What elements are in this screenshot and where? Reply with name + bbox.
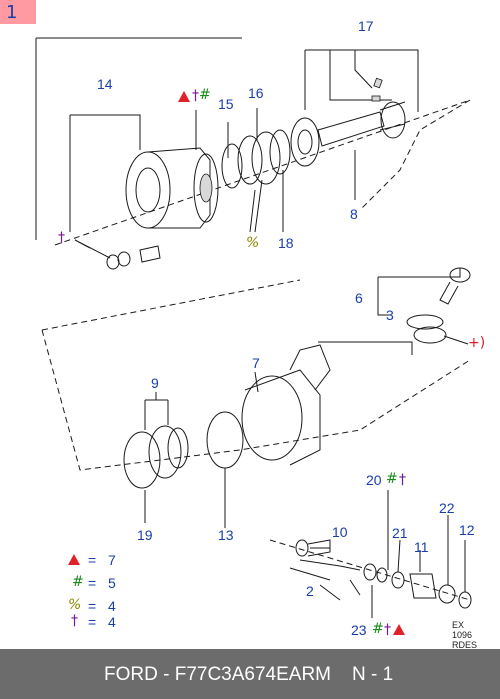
callout-11: 11 — [414, 539, 429, 555]
callout-21: 21 — [392, 525, 408, 541]
legend-hash-icon: # — [72, 574, 84, 590]
plus-paren-mark: +) — [468, 335, 486, 351]
legend-percent-icon: % — [68, 597, 82, 613]
callout-18: 18 — [278, 235, 294, 251]
callout-16: 16 — [248, 85, 264, 101]
callout-13: 13 — [218, 527, 234, 543]
callout-3: 3 — [386, 307, 394, 323]
callout-17: 17 — [358, 18, 374, 34]
callout-9: 9 — [151, 375, 159, 391]
legend-equals: = — [88, 575, 97, 591]
legend-equals: = — [88, 598, 97, 614]
corner-tag-text: 1 — [6, 2, 18, 23]
callout-20: 20 — [366, 472, 382, 488]
hash-icon: # — [199, 87, 211, 103]
legend-value: 7 — [108, 552, 116, 568]
legend-value: 5 — [108, 575, 116, 591]
legend-value: 4 — [108, 598, 116, 614]
callout-22: 22 — [439, 500, 455, 516]
callout-8: 8 — [350, 206, 358, 222]
dagger-icon: † — [384, 622, 391, 638]
footer-bar: FORD - F77C3A674EARM N - 1 — [0, 649, 500, 699]
legend-equals: = — [88, 614, 97, 630]
dagger-icon: † — [399, 472, 406, 488]
dagger-icon: † — [58, 230, 65, 246]
hash-icon: # — [386, 471, 398, 487]
triangle-icon — [178, 91, 190, 105]
callout-10: 10 — [332, 524, 348, 540]
callout-7: 7 — [252, 355, 260, 371]
legend-equals: = — [88, 552, 97, 568]
hash-icon: # — [372, 621, 384, 637]
triangle-icon — [393, 624, 405, 638]
corner-tag: 1 — [0, 0, 36, 24]
legend-value: 4 — [108, 614, 116, 630]
callout-6: 6 — [355, 290, 363, 306]
callout-12: 12 — [459, 522, 475, 538]
legend-triangle-icon — [68, 554, 80, 568]
dagger-icon: † — [192, 88, 199, 104]
legend-dagger-icon: † — [71, 613, 78, 629]
note-label: N - 1 — [352, 664, 394, 685]
callout-14: 14 — [97, 76, 113, 92]
exploded-parts-diagram — [35, 37, 472, 618]
part-number: FORD - F77C3A674EARM — [104, 664, 332, 685]
reference-code: EX 1096 RDES — [452, 620, 478, 650]
callout-2: 2 — [306, 583, 314, 599]
callout-23: 23 — [351, 622, 367, 638]
percent-icon: % — [246, 235, 260, 251]
callout-19: 19 — [137, 527, 153, 543]
callout-15: 15 — [218, 96, 234, 112]
